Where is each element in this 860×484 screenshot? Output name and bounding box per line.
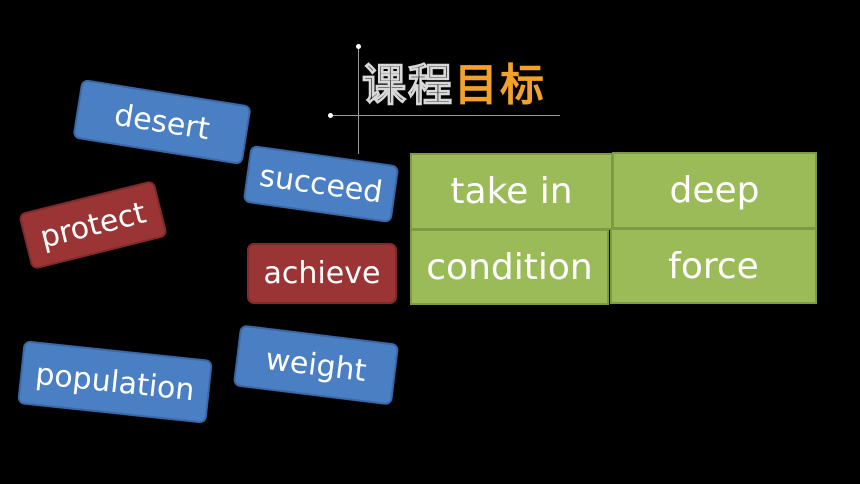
table-cell-condition: condition (410, 229, 609, 305)
word-desert-label: desert (112, 97, 212, 147)
word-achieve-label: achieve (263, 256, 381, 291)
table-cell-label: deep (669, 170, 760, 211)
table-cell-take-in: take in (410, 153, 613, 230)
word-weight-label: weight (263, 341, 369, 389)
word-card-protect[interactable]: protect (18, 179, 168, 271)
table-cell-label: condition (426, 246, 593, 288)
word-card-achieve[interactable]: achieve (247, 243, 397, 304)
title-part-accent: 目标 (454, 60, 546, 111)
word-succeed-label: succeed (257, 158, 385, 210)
slide-title: 课程目标 (361, 58, 546, 114)
title-horizontal-line (330, 115, 560, 116)
word-card-population[interactable]: population (17, 340, 213, 424)
table-cell-label: force (668, 245, 759, 287)
table-cell-force: force (610, 228, 817, 304)
title-line-dot-top (356, 44, 361, 49)
word-population-label: population (33, 356, 197, 408)
table-cell-deep: deep (612, 152, 817, 229)
title-vertical-line (358, 46, 359, 154)
word-protect-label: protect (36, 195, 150, 255)
title-part-outline: 课程 (361, 59, 454, 111)
word-card-weight[interactable]: weight (232, 324, 400, 406)
word-card-succeed[interactable]: succeed (242, 144, 400, 224)
title-line-dot-left (328, 113, 333, 118)
table-cell-label: take in (450, 171, 573, 212)
word-card-desert[interactable]: desert (72, 78, 252, 166)
